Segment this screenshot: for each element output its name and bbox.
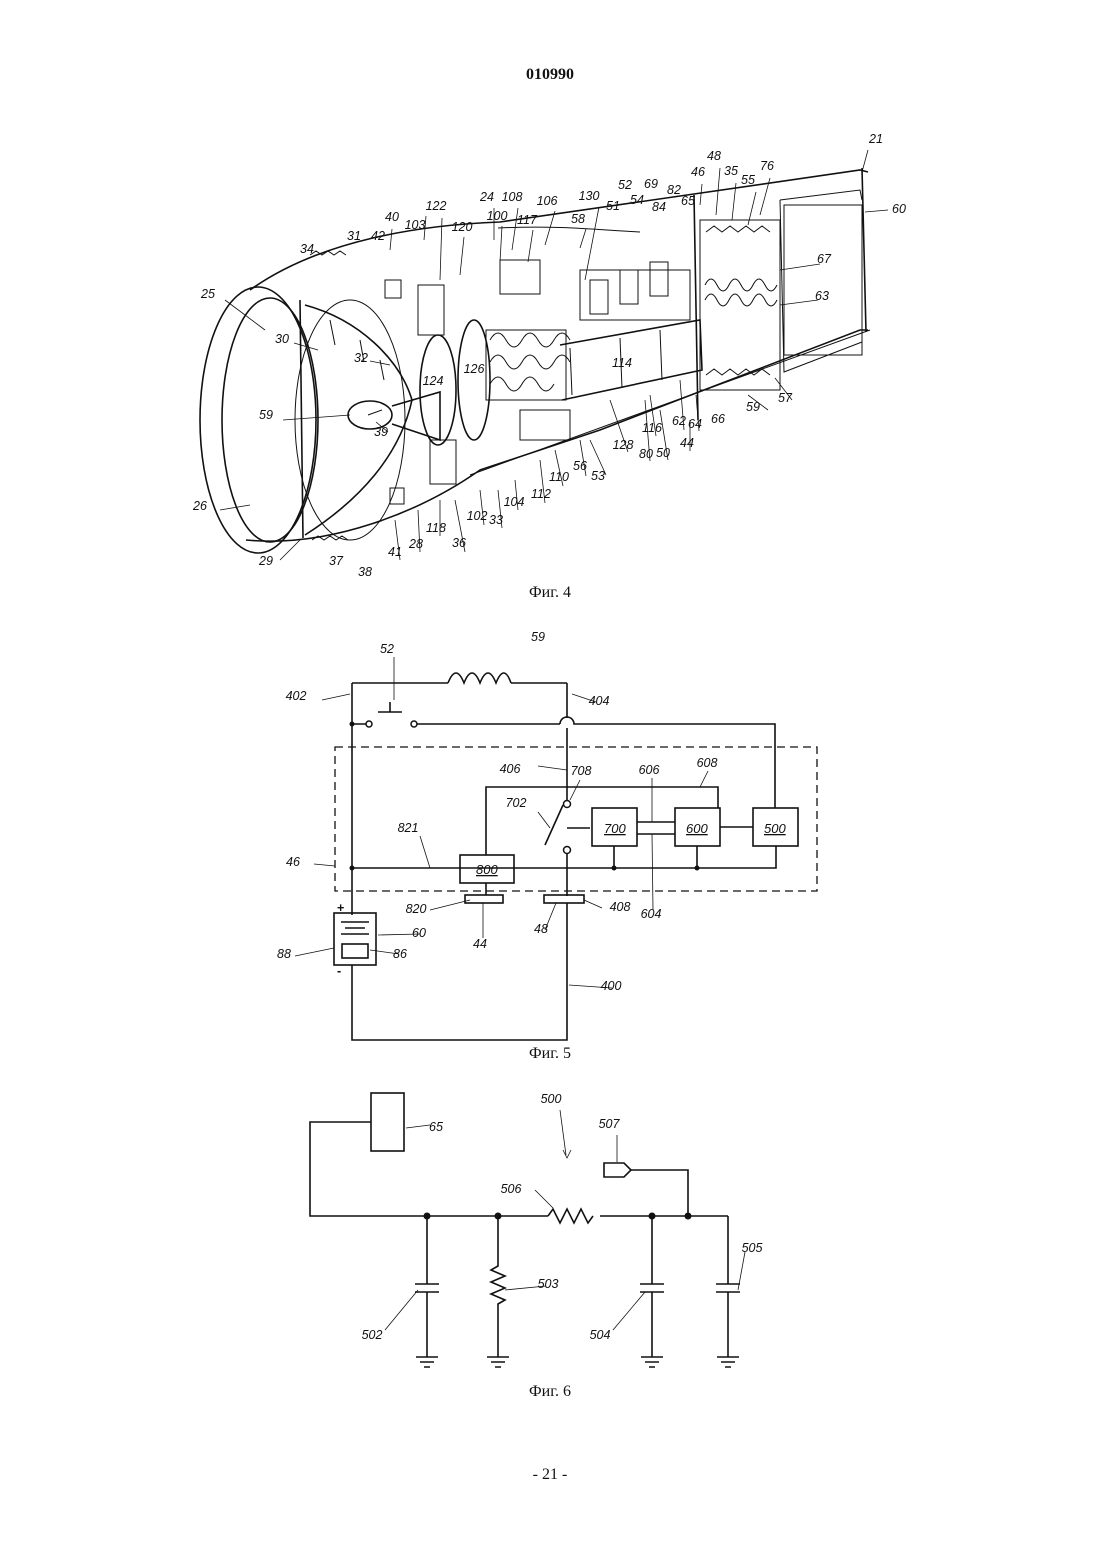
reference-numeral-503: 503 bbox=[538, 1277, 559, 1291]
reference-numeral-500: 500 bbox=[541, 1092, 562, 1106]
reference-numeral-505: 505 bbox=[742, 1241, 763, 1255]
figure-6-caption: Фиг. 6 bbox=[0, 1383, 1100, 1401]
reference-numeral-504: 504 bbox=[590, 1328, 611, 1342]
reference-numeral-65: 65 bbox=[429, 1120, 443, 1134]
reference-numeral-502: 502 bbox=[362, 1328, 383, 1342]
reference-numeral-507: 507 bbox=[599, 1117, 621, 1131]
reference-numeral-506: 506 bbox=[501, 1182, 522, 1196]
page-number: - 21 - bbox=[0, 1466, 1100, 1484]
